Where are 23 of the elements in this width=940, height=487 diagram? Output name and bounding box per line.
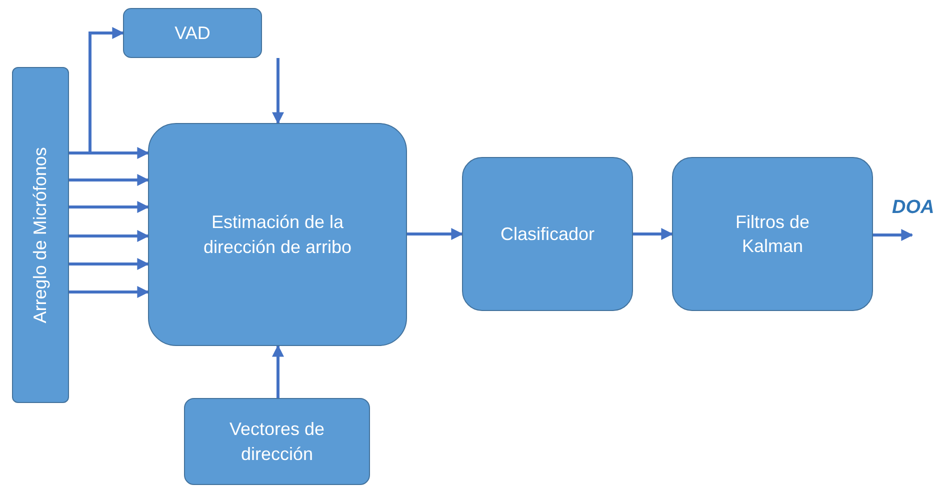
process-box xyxy=(672,157,873,311)
arrow xyxy=(69,286,150,298)
arrow xyxy=(407,228,464,240)
process-box xyxy=(462,157,633,311)
box-label: Arreglo de Micrófonos xyxy=(29,146,52,324)
arrow xyxy=(272,58,284,124)
edge-label: DOA xyxy=(892,197,934,219)
process-box xyxy=(123,8,262,58)
box-label: Clasificador xyxy=(500,222,595,246)
box-label: Estimación de la dirección de arribo xyxy=(202,211,353,258)
arrow xyxy=(69,201,150,213)
process-box xyxy=(12,67,69,403)
process-box xyxy=(148,123,407,346)
arrow xyxy=(69,258,150,270)
box-label: Filtros de Kalman xyxy=(734,210,811,258)
arrow xyxy=(69,230,150,242)
arrow xyxy=(633,228,674,240)
arrow xyxy=(272,344,284,398)
process-box xyxy=(184,398,370,485)
arrow xyxy=(69,174,150,186)
box-label: Vectores de dirección xyxy=(228,418,326,466)
box-label: VAD xyxy=(174,22,210,45)
arrow xyxy=(873,229,914,241)
